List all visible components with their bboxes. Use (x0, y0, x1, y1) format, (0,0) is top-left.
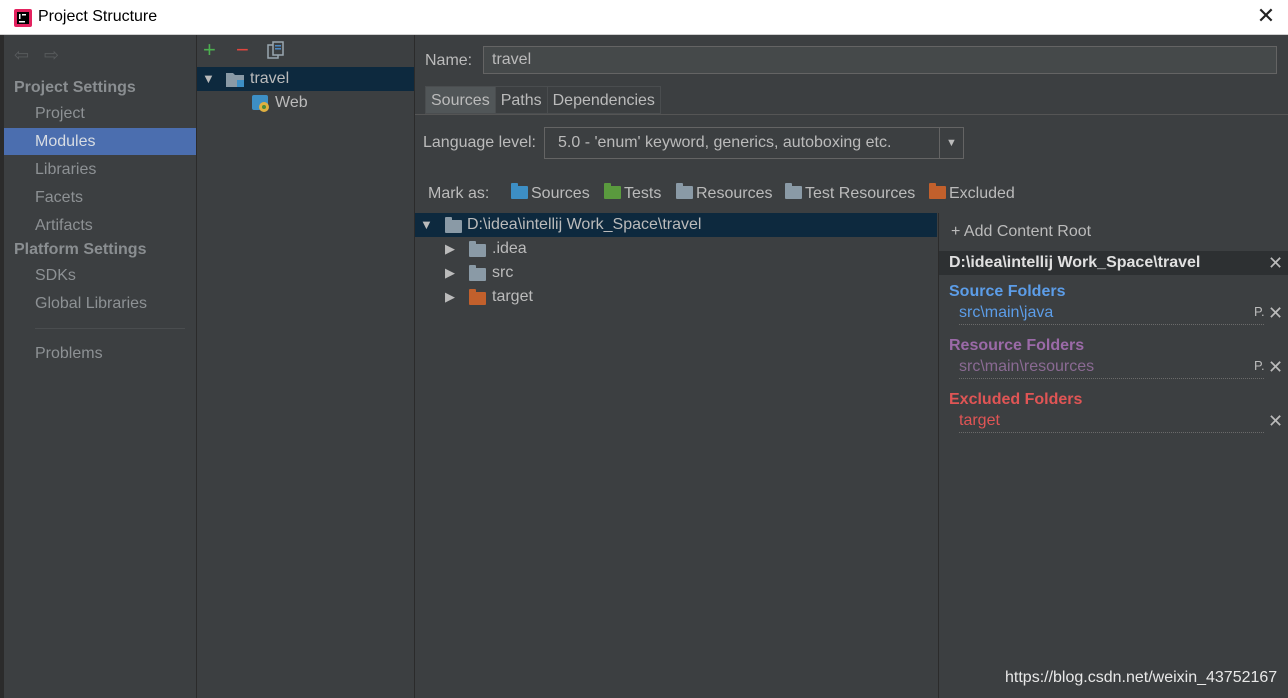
language-level-label: Language level: (423, 134, 536, 151)
sidebar-item-global-libraries[interactable]: Global Libraries (35, 295, 148, 312)
mark-as-resources-label: Resources (696, 185, 773, 202)
tree-row-label: .idea (492, 240, 527, 257)
modules-panel: + − ▼ travel Web (197, 35, 414, 698)
back-icon[interactable]: ⇦ (14, 45, 30, 65)
panel-divider-line (414, 35, 415, 698)
resources-folder-icon (676, 183, 693, 199)
watermark-text: https://blog.csdn.net/weixin_43752167 (1005, 669, 1278, 686)
navigation-arrows: ⇦⇨ (14, 45, 74, 65)
collapse-arrow-icon[interactable]: ▶ (445, 265, 455, 280)
mark-as-excluded-button[interactable]: Excluded (929, 183, 1015, 203)
content-root-path: D:\idea\intellij Work_Space\travel (949, 254, 1201, 271)
web-facet-icon (252, 95, 269, 112)
tree-row-label: src (492, 264, 514, 281)
resource-folder-entry: src\main\resources (959, 357, 1264, 379)
module-tabs: Sources Paths Dependencies (425, 86, 661, 114)
sidebar-item-libraries[interactable]: Libraries (35, 161, 97, 178)
excluded-folder-icon (469, 289, 486, 305)
sources-folder-icon (511, 183, 528, 199)
intellij-app-icon (14, 9, 32, 27)
tabs-underline (415, 114, 1288, 115)
module-label: travel (250, 70, 290, 87)
resource-folders-header: Resource Folders (949, 337, 1085, 354)
remove-source-folder-icon[interactable]: ✕ (1268, 303, 1284, 323)
test-resources-folder-icon (785, 183, 802, 199)
title-bar: Project Structure ✕ (0, 0, 1288, 35)
content-root-tree: ▼ D:\idea\intellij Work_Space\travel ▶ .… (415, 213, 937, 698)
expand-arrow-icon[interactable]: ▼ (420, 217, 433, 232)
remove-content-root-icon[interactable]: ✕ (1268, 253, 1284, 273)
module-name-input[interactable]: travel (483, 46, 1277, 74)
expand-arrow-icon[interactable]: ▼ (202, 71, 215, 86)
window-title: Project Structure (38, 8, 158, 25)
tree-row-src[interactable]: ▶ src (415, 261, 937, 285)
tree-row-target[interactable]: ▶ target (415, 285, 937, 309)
sidebar-item-modules[interactable]: Modules (4, 128, 196, 155)
sidebar-item-problems[interactable]: Problems (35, 345, 103, 362)
excluded-folder-icon (929, 183, 946, 199)
module-folder-icon (226, 73, 244, 87)
folder-icon (469, 265, 486, 281)
mark-as-resources-button[interactable]: Resources (676, 183, 773, 203)
tests-folder-icon (604, 183, 621, 199)
add-content-root-button[interactable]: + Add Content Root (951, 223, 1092, 240)
language-level-value: 5.0 - 'enum' keyword, generics, autoboxi… (558, 134, 892, 151)
tree-row-label: target (492, 288, 533, 305)
mark-as-sources-label: Sources (531, 185, 590, 202)
module-tree-row-travel[interactable]: ▼ travel (197, 67, 414, 91)
sidebar-item-sdks[interactable]: SDKs (35, 267, 76, 284)
add-module-icon[interactable]: + (203, 37, 216, 62)
sidebar-item-project[interactable]: Project (35, 105, 85, 122)
folder-properties-icon[interactable]: P. (1254, 358, 1265, 373)
mark-as-test-resources-button[interactable]: Test Resources (785, 183, 916, 203)
folder-icon (469, 241, 486, 257)
window-left-edge (0, 35, 4, 698)
project-settings-header: Project Settings (14, 79, 136, 96)
source-folders-header: Source Folders (949, 283, 1066, 300)
sidebar-item-facets[interactable]: Facets (35, 189, 84, 206)
mark-as-label: Mark as: (428, 185, 490, 202)
sidebar-divider-line (196, 35, 197, 698)
content-root-header: D:\idea\intellij Work_Space\travel ✕ (939, 251, 1288, 275)
platform-settings-header: Platform Settings (14, 241, 147, 258)
mark-as-excluded-label: Excluded (949, 185, 1015, 202)
remove-resource-folder-icon[interactable]: ✕ (1268, 357, 1284, 377)
content-root-panel: + Add Content Root D:\idea\intellij Work… (938, 213, 1288, 698)
tree-row-label: D:\idea\intellij Work_Space\travel (467, 216, 702, 233)
mark-as-sources-button[interactable]: Sources (511, 183, 590, 203)
settings-sidebar: ⇦⇨ Project Settings Project Modules Libr… (4, 35, 196, 698)
collapse-arrow-icon[interactable]: ▶ (445, 241, 455, 256)
copy-module-icon[interactable] (267, 41, 285, 60)
collapse-arrow-icon[interactable]: ▶ (445, 289, 455, 304)
language-level-dropdown[interactable]: 5.0 - 'enum' keyword, generics, autoboxi… (544, 127, 964, 159)
mark-as-test-resources-label: Test Resources (805, 185, 916, 202)
mark-as-tests-button[interactable]: Tests (604, 183, 662, 203)
excluded-folders-header: Excluded Folders (949, 391, 1083, 408)
tab-sources[interactable]: Sources (425, 86, 496, 114)
excluded-folder-entry: target (959, 411, 1264, 433)
mark-as-tests-label: Tests (624, 185, 662, 202)
name-label: Name: (425, 52, 473, 69)
remove-module-icon[interactable]: − (236, 37, 249, 62)
sidebar-divider (35, 328, 185, 329)
folder-properties-icon[interactable]: P. (1254, 304, 1265, 319)
forward-icon[interactable]: ⇨ (44, 45, 60, 65)
close-window-icon[interactable]: ✕ (1256, 3, 1276, 28)
module-settings-panel: Name: travel Sources Paths Dependencies … (415, 35, 1288, 698)
tree-row-root[interactable]: ▼ D:\idea\intellij Work_Space\travel (415, 213, 937, 237)
facet-label: Web (275, 94, 308, 111)
tree-row-idea[interactable]: ▶ .idea (415, 237, 937, 261)
sidebar-item-artifacts[interactable]: Artifacts (35, 217, 93, 234)
folder-icon (445, 217, 462, 233)
module-tree-row-web[interactable]: Web (197, 91, 414, 115)
tab-dependencies[interactable]: Dependencies (547, 86, 661, 114)
remove-excluded-folder-icon[interactable]: ✕ (1268, 411, 1284, 431)
source-folder-entry: src\main\java (959, 303, 1264, 325)
chevron-down-icon[interactable]: ▼ (939, 128, 963, 158)
tab-paths[interactable]: Paths (495, 86, 548, 114)
